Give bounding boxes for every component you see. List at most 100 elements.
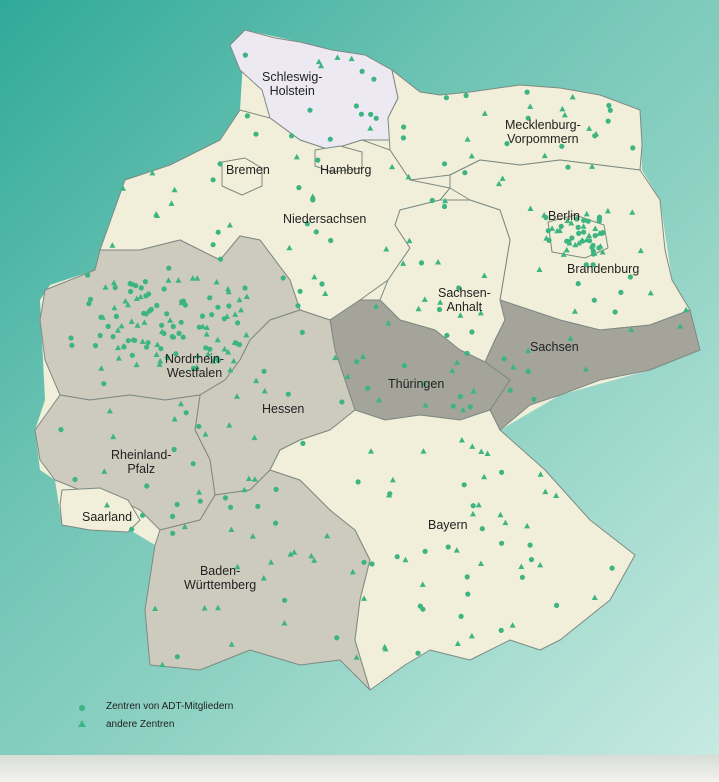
center-circle-marker xyxy=(436,306,443,313)
legend-triangle-symbol xyxy=(78,720,86,727)
center-circle-marker xyxy=(445,544,451,550)
center-triangle-marker xyxy=(318,62,325,69)
center-circle-marker xyxy=(164,311,170,317)
center-triangle-marker xyxy=(437,299,444,305)
legend-circle-symbol xyxy=(79,705,85,711)
center-circle-marker xyxy=(558,223,564,229)
center-circle-marker xyxy=(110,334,116,340)
center-triangle-marker xyxy=(361,595,368,601)
center-circle-marker xyxy=(401,124,407,130)
legend-symbols xyxy=(78,705,86,727)
center-triangle-marker xyxy=(373,303,380,309)
label-baden-wuerttemberg: Baden- Württemberg xyxy=(184,564,257,592)
center-circle-marker xyxy=(295,303,301,309)
center-circle-marker xyxy=(171,446,177,453)
center-circle-marker xyxy=(469,329,475,335)
center-triangle-marker xyxy=(468,152,475,159)
center-triangle-marker xyxy=(322,290,329,296)
center-triangle-marker xyxy=(205,351,212,357)
paper-edge xyxy=(0,755,719,782)
center-circle-marker xyxy=(203,345,209,351)
center-triangle-marker xyxy=(189,275,196,281)
center-triangle-marker xyxy=(324,532,331,539)
state-sachsen[interactable] xyxy=(484,299,701,431)
center-triangle-marker xyxy=(227,366,234,373)
center-triangle-marker xyxy=(376,396,383,403)
center-circle-marker xyxy=(559,143,565,149)
center-triangle-marker xyxy=(249,533,256,539)
center-triangle-marker xyxy=(385,319,392,326)
center-triangle-marker xyxy=(454,640,461,646)
center-triangle-marker xyxy=(133,361,140,368)
state-saarland[interactable] xyxy=(59,487,141,533)
center-triangle-marker xyxy=(628,326,635,332)
center-circle-marker xyxy=(519,574,526,580)
center-triangle-marker xyxy=(509,622,516,628)
center-circle-marker xyxy=(92,343,99,349)
center-triangle-marker xyxy=(637,247,644,254)
center-circle-marker xyxy=(105,323,111,329)
center-circle-marker xyxy=(543,214,549,221)
center-circle-marker xyxy=(242,285,248,291)
center-triangle-marker xyxy=(554,227,561,234)
center-circle-marker xyxy=(217,256,224,262)
center-circle-marker xyxy=(527,542,533,548)
center-triangle-marker xyxy=(165,277,172,283)
center-circle-marker xyxy=(178,319,184,325)
center-circle-marker xyxy=(354,359,360,365)
state-bayern[interactable] xyxy=(269,409,636,691)
center-circle-marker xyxy=(591,297,597,303)
center-triangle-marker xyxy=(156,361,163,367)
center-triangle-marker xyxy=(118,322,125,329)
center-circle-marker xyxy=(369,561,375,567)
center-triangle-marker xyxy=(167,317,174,323)
center-circle-marker xyxy=(72,476,78,483)
center-triangle-marker xyxy=(139,338,146,344)
center-triangle-marker xyxy=(226,422,233,428)
center-circle-marker xyxy=(166,265,172,271)
center-triangle-marker xyxy=(225,288,232,295)
label-niedersachsen: Niedersachsen xyxy=(283,212,367,226)
center-triangle-marker xyxy=(175,277,182,283)
center-triangle-marker xyxy=(286,244,293,251)
center-circle-marker xyxy=(507,387,513,393)
center-triangle-marker xyxy=(536,266,543,273)
center-triangle-marker xyxy=(214,336,221,343)
center-circle-marker xyxy=(465,591,471,597)
center-markers xyxy=(58,52,690,668)
center-triangle-marker xyxy=(226,222,233,228)
state-bremen[interactable] xyxy=(221,157,263,196)
center-triangle-marker xyxy=(110,433,117,440)
center-triangle-marker xyxy=(629,209,636,215)
state-hamburg[interactable] xyxy=(314,145,363,173)
center-circle-marker xyxy=(226,303,232,309)
center-circle-marker xyxy=(358,111,364,117)
center-circle-marker xyxy=(244,113,250,119)
center-triangle-marker xyxy=(470,388,477,394)
center-triangle-marker xyxy=(382,645,389,652)
center-triangle-marker xyxy=(241,486,248,493)
center-triangle-marker xyxy=(367,125,374,131)
center-circle-marker xyxy=(174,501,180,508)
center-triangle-marker xyxy=(422,401,429,408)
center-circle-marker xyxy=(173,351,179,357)
center-triangle-marker xyxy=(569,93,576,100)
center-circle-marker xyxy=(589,244,595,251)
center-circle-marker xyxy=(441,161,448,167)
center-circle-marker xyxy=(138,285,144,291)
center-circle-marker xyxy=(170,513,176,520)
center-circle-marker xyxy=(576,230,582,236)
center-triangle-marker xyxy=(449,367,456,374)
center-triangle-marker xyxy=(221,346,228,352)
center-circle-marker xyxy=(158,346,164,352)
center-circle-marker xyxy=(415,650,421,656)
label-hamburg: Hamburg xyxy=(320,163,372,177)
center-triangle-marker xyxy=(475,501,482,508)
center-triangle-marker xyxy=(201,604,208,611)
center-circle-marker xyxy=(462,170,468,176)
center-triangle-marker xyxy=(171,415,178,422)
center-circle-marker xyxy=(199,313,206,319)
center-circle-marker xyxy=(371,76,377,82)
legend-label-other: andere Zentren xyxy=(106,719,175,730)
center-triangle-marker xyxy=(181,523,188,530)
